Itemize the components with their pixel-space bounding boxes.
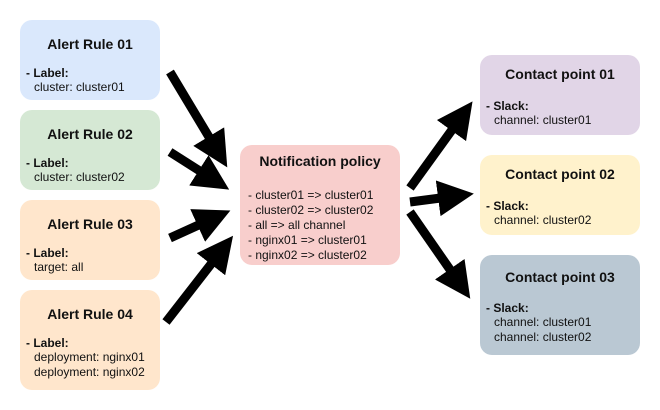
notification-policy-title: Notification policy (259, 153, 381, 169)
arrow-policy-to-contact-point-03 (406, 209, 471, 299)
arrow-policy-to-contact-point-02 (409, 180, 474, 217)
contact-point-03-box: Contact point 03 - Slack: channel: clust… (480, 255, 640, 355)
contact-point-02-box: Contact point 02 - Slack: channel: clust… (480, 155, 640, 235)
alert-rule-02-title: Alert Rule 02 (47, 126, 133, 142)
arrow-policy-to-contact-point-01 (406, 101, 473, 191)
contact-point-02-slack-heading: - Slack: (486, 199, 529, 213)
contact-point-01-channel-line: channel: cluster01 (494, 113, 592, 127)
alert-rule-01-label-line: cluster: cluster01 (34, 80, 125, 94)
alert-rule-04-label-heading: - Label: (26, 336, 69, 350)
alert-rule-01-box: Alert Rule 01 - Label: cluster: cluster0… (20, 20, 160, 100)
contact-point-03-title: Contact point 03 (505, 269, 615, 285)
contact-point-03-channel-line: channel: cluster01 (494, 315, 592, 329)
contact-point-01-title: Contact point 01 (505, 66, 615, 82)
policy-route-line: - cluster01 => cluster01 (248, 188, 374, 202)
arrow-alert-rule-04-to-policy (162, 235, 234, 325)
contact-point-01-slack-heading: - Slack: (486, 99, 529, 113)
arrow-alert-rule-03-to-policy (168, 209, 231, 243)
contact-point-01-channels: channel: cluster01 (494, 113, 591, 128)
policy-route-line: - nginx01 => cluster01 (248, 233, 367, 247)
contact-point-02-channel-line: channel: cluster02 (494, 213, 592, 227)
contact-point-01-box: Contact point 01 - Slack: channel: clust… (480, 55, 640, 135)
alert-rule-03-label-heading: - Label: (26, 246, 69, 260)
alert-rule-03-box: Alert Rule 03 - Label: target: all (20, 200, 160, 280)
alert-rule-01-title: Alert Rule 01 (47, 36, 133, 52)
notification-policy-box: Notification policy - cluster01 => clust… (240, 145, 400, 265)
alert-rule-02-label-line: cluster: cluster02 (34, 170, 125, 184)
alert-rule-04-label-line: deployment: nginx01 (34, 350, 145, 364)
alert-rule-03-title: Alert Rule 03 (47, 216, 133, 232)
alert-rule-02-label-heading: - Label: (26, 156, 69, 170)
contact-point-02-channels: channel: cluster02 (494, 213, 591, 228)
alert-rule-03-labels: target: all (34, 260, 83, 275)
alert-rule-01-labels: cluster: cluster01 (34, 80, 125, 95)
policy-route-line: - all => all channel (248, 218, 346, 232)
alert-rule-04-box: Alert Rule 04 - Label: deployment: nginx… (20, 290, 160, 390)
arrow-alert-rule-01-to-policy (166, 69, 228, 168)
alert-rule-02-box: Alert Rule 02 - Label: cluster: cluster0… (20, 110, 160, 190)
alert-rule-04-label-line: deployment: nginx02 (34, 365, 145, 379)
alert-rule-01-label-heading: - Label: (26, 66, 69, 80)
contact-point-03-channels: channel: cluster01 channel: cluster02 (494, 315, 591, 345)
arrow-alert-rule-02-to-policy (167, 148, 230, 190)
alert-rule-04-title: Alert Rule 04 (47, 306, 133, 322)
policy-route-line: - cluster02 => cluster02 (248, 203, 374, 217)
policy-route-line: - nginx02 => cluster02 (248, 248, 367, 262)
alert-rule-04-labels: deployment: nginx01 deployment: nginx02 (34, 350, 145, 380)
alert-rule-03-label-line: target: all (34, 260, 84, 274)
notification-policy-routes: - cluster01 => cluster01 - cluster02 => … (248, 188, 373, 263)
contact-point-03-channel-line: channel: cluster02 (494, 330, 592, 344)
alert-rule-02-labels: cluster: cluster02 (34, 170, 125, 185)
contact-point-03-slack-heading: - Slack: (486, 301, 529, 315)
contact-point-02-title: Contact point 02 (505, 166, 615, 182)
